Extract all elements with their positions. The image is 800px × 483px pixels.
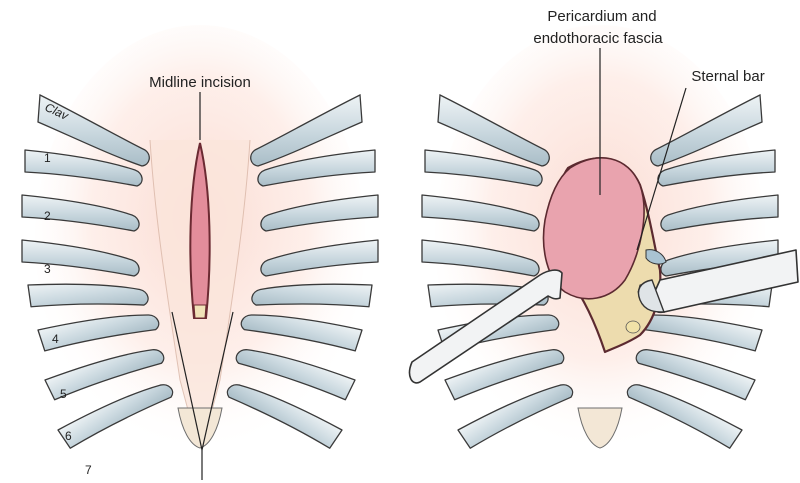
- clavicle-left: [37, 93, 150, 167]
- vessel-upper: [645, 249, 667, 265]
- incision-v-right: [201, 311, 234, 451]
- right-panel: Pericardium and endothoracic fascia Ster…: [408, 8, 799, 461]
- sternal-bar-label: Sternal bar: [691, 68, 764, 85]
- rib-number-3: 3: [44, 262, 51, 276]
- rib-number-6: 6: [65, 429, 72, 443]
- rib-number-2: 2: [44, 209, 51, 223]
- rib-number-labels: 1 2 3 4 5 6 7: [44, 151, 92, 477]
- left-panel: Midline incision Clav 1 2 3 4 5 6 7: [21, 25, 379, 480]
- left-ribs: [21, 93, 176, 461]
- retractor-right-tip: [637, 279, 666, 313]
- sternal-bar-leader: [636, 87, 687, 251]
- xiphoid-process: [177, 407, 223, 449]
- pericardium: [542, 157, 645, 300]
- right-panel-right-ribs: [624, 93, 779, 461]
- retractor-left: [408, 269, 563, 384]
- xiphoid-process-right: [577, 407, 623, 449]
- pericardium-label-line2: endothoracic fascia: [533, 30, 663, 47]
- right-ribs-left-panel: [224, 93, 379, 461]
- rib-number-1: 1: [44, 151, 51, 165]
- rib-number-4: 4: [52, 332, 59, 346]
- fat-nodule: [625, 320, 641, 334]
- right-panel-left-ribs: [421, 93, 576, 461]
- midline-incision-label: Midline incision: [149, 74, 251, 91]
- rib-number-5: 5: [60, 387, 67, 401]
- incision-v-left: [171, 311, 203, 451]
- pericardium-label-line1: Pericardium and: [547, 8, 656, 25]
- clavicle-right: [250, 93, 363, 167]
- clavicle-right-right-panel: [650, 93, 763, 167]
- rib-number-7: 7: [85, 463, 92, 477]
- clavicle-left-right-panel: [437, 93, 550, 167]
- incision-base: [193, 304, 207, 319]
